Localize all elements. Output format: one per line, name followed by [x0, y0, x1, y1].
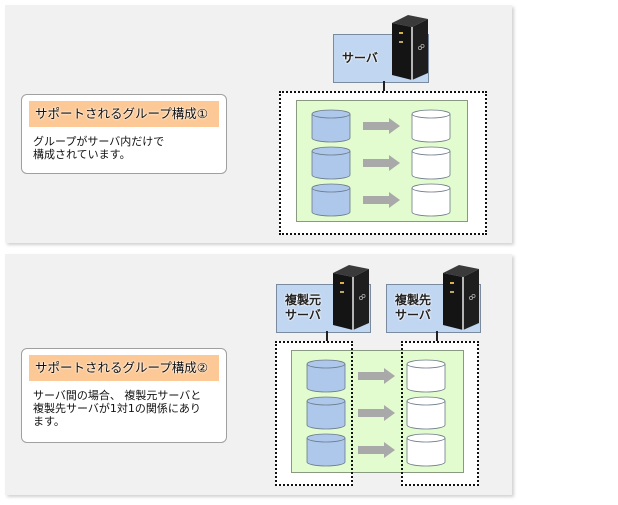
server-label: 複製元 サーバ	[285, 293, 322, 322]
server-label: 複製先 サーバ	[395, 293, 432, 322]
server-label: サーバ	[342, 51, 378, 65]
group-config-panel-2: サポートされるグループ構成② サーバ間の場合、 複製元サーバと 複製先サーバが1…	[5, 254, 512, 495]
source-volume-icon	[306, 359, 346, 393]
copy-arrow-icon	[363, 155, 400, 171]
copy-arrow-icon	[363, 118, 400, 134]
copy-arrow-icon	[358, 442, 395, 458]
group-config-panel-1: サポートされるグループ構成① グループがサーバ内だけで 構成されています。 サー…	[5, 5, 512, 243]
callout-body: サーバ間の場合、 複製元サーバと 複製先サーバが1対1の関係にあり ます。	[33, 389, 202, 428]
target-volume-icon	[411, 109, 451, 143]
target-server-boundary-overlay	[401, 341, 479, 486]
source-volume-icon	[306, 396, 346, 430]
copy-arrow-icon	[358, 368, 395, 384]
callout-box: サポートされるグループ構成① グループがサーバ内だけで 構成されています。	[21, 94, 227, 174]
source-volume-icon	[311, 183, 351, 217]
target-volume-icon	[406, 396, 446, 430]
target-volume-icon	[406, 433, 446, 467]
server-tower-icon	[443, 265, 479, 330]
callout-title: サポートされるグループ構成①	[29, 101, 219, 127]
copy-arrow-icon	[363, 192, 400, 208]
target-volume-icon	[411, 183, 451, 217]
callout-box: サポートされるグループ構成② サーバ間の場合、 複製元サーバと 複製先サーバが1…	[21, 348, 227, 443]
volume-diagram	[311, 109, 451, 217]
source-volume-icon	[311, 146, 351, 180]
server-tower-icon	[392, 15, 428, 80]
copy-arrow-icon	[358, 405, 395, 421]
target-volume-icon	[406, 359, 446, 393]
source-volume-icon	[306, 433, 346, 467]
target-volume-icon	[411, 146, 451, 180]
connector-line	[326, 331, 328, 342]
server-tower-icon	[333, 265, 369, 330]
callout-body: グループがサーバ内だけで 構成されています。	[33, 135, 165, 161]
source-server-boundary-overlay	[275, 341, 353, 486]
connector-line	[383, 81, 385, 92]
source-volume-icon	[311, 109, 351, 143]
connector-line	[436, 331, 438, 342]
volume-diagram	[306, 359, 446, 467]
callout-title: サポートされるグループ構成②	[29, 355, 219, 381]
